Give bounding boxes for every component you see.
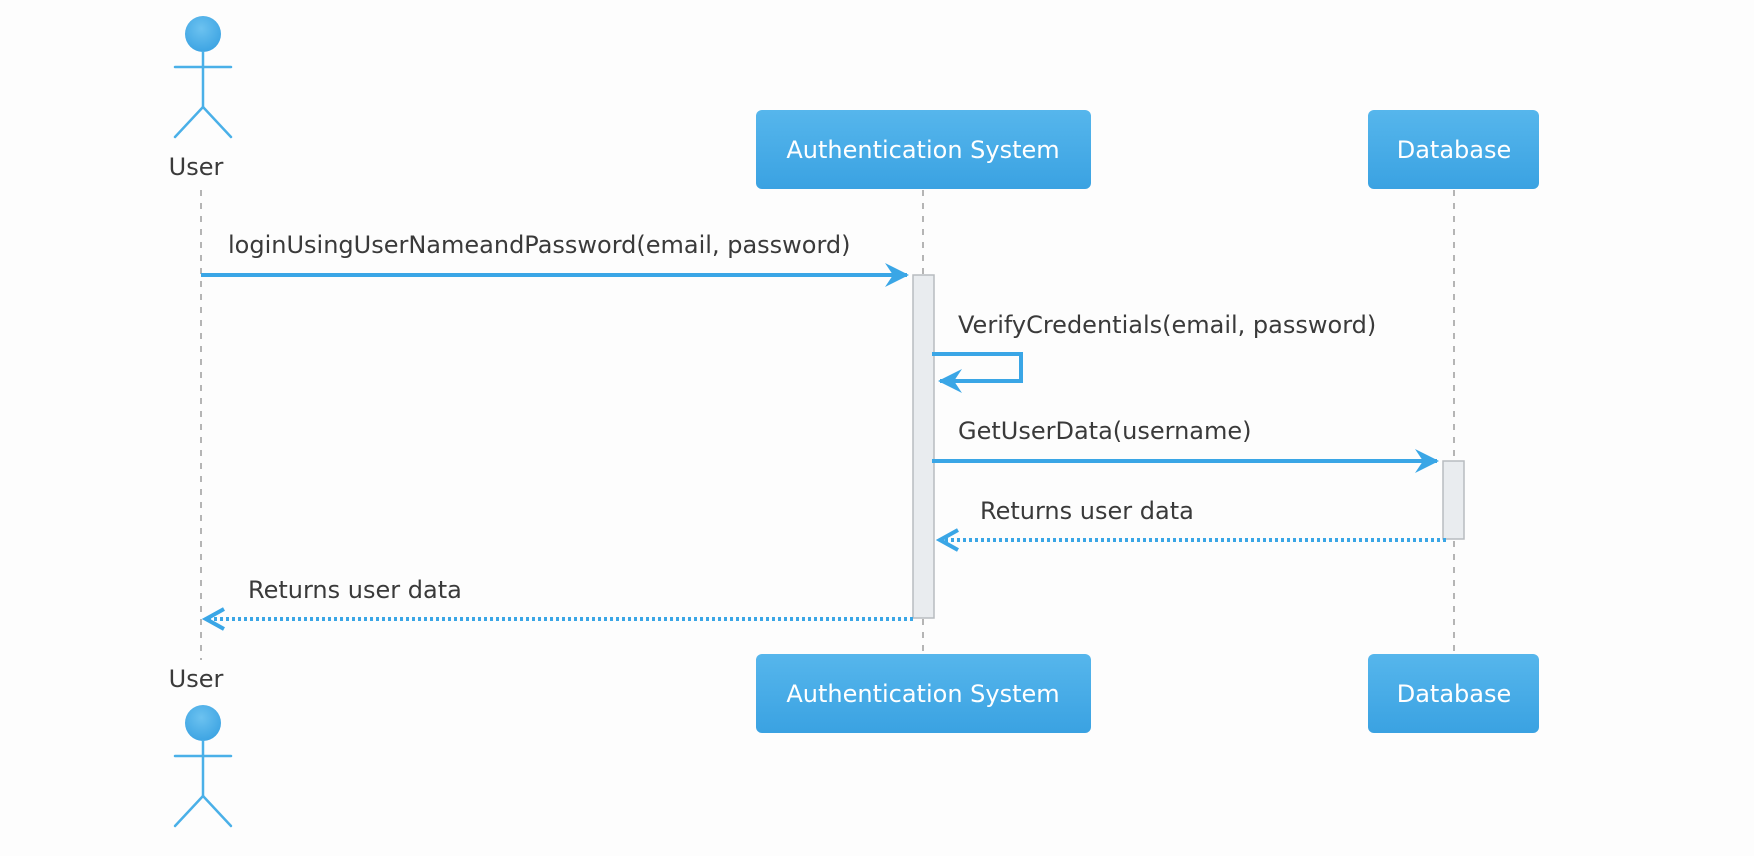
message-get-user-data: GetUserData(username) xyxy=(932,417,1439,473)
activation-bar-authentication-system xyxy=(912,274,935,619)
message-label: Returns user data xyxy=(248,576,462,604)
participant-box xyxy=(1368,654,1539,733)
participant-user-bottom: User xyxy=(169,665,233,828)
participant-authentication-system-top: Authentication System xyxy=(756,110,1091,189)
participant-label-authentication-system-bottom: Authentication System xyxy=(786,680,1059,708)
message-label: loginUsingUserNameandPassword(email, pas… xyxy=(228,231,851,259)
message-label: Returns user data xyxy=(980,497,1194,525)
message-verify-credentials: VerifyCredentials(email, password) xyxy=(932,311,1376,393)
activation-bar-database xyxy=(1442,460,1465,540)
message-login: loginUsingUserNameandPassword(email, pas… xyxy=(201,231,909,287)
participant-label-authentication-system-top: Authentication System xyxy=(786,136,1059,164)
participant-label-user-top: User xyxy=(169,153,224,181)
participant-box xyxy=(1368,110,1539,189)
participant-user-top: User xyxy=(169,16,233,181)
self-message-arrow xyxy=(932,352,1023,393)
participant-label-database-top: Database xyxy=(1397,136,1512,164)
participant-label-user-bottom: User xyxy=(169,665,224,693)
participant-label-database-bottom: Database xyxy=(1397,680,1512,708)
message-label: GetUserData(username) xyxy=(958,417,1252,445)
actor-stick-figure-icon xyxy=(173,705,233,828)
participant-database-bottom: Database xyxy=(1368,654,1539,733)
participant-database-top: Database xyxy=(1368,110,1539,189)
message-return-auth: Returns user data xyxy=(206,576,913,619)
participant-authentication-system-bottom: Authentication System xyxy=(756,654,1091,733)
message-return-db: Returns user data xyxy=(940,497,1446,540)
participant-box xyxy=(756,110,1091,189)
message-label: VerifyCredentials(email, password) xyxy=(958,311,1376,339)
actor-stick-figure-icon xyxy=(173,16,233,139)
participant-box xyxy=(756,654,1091,733)
